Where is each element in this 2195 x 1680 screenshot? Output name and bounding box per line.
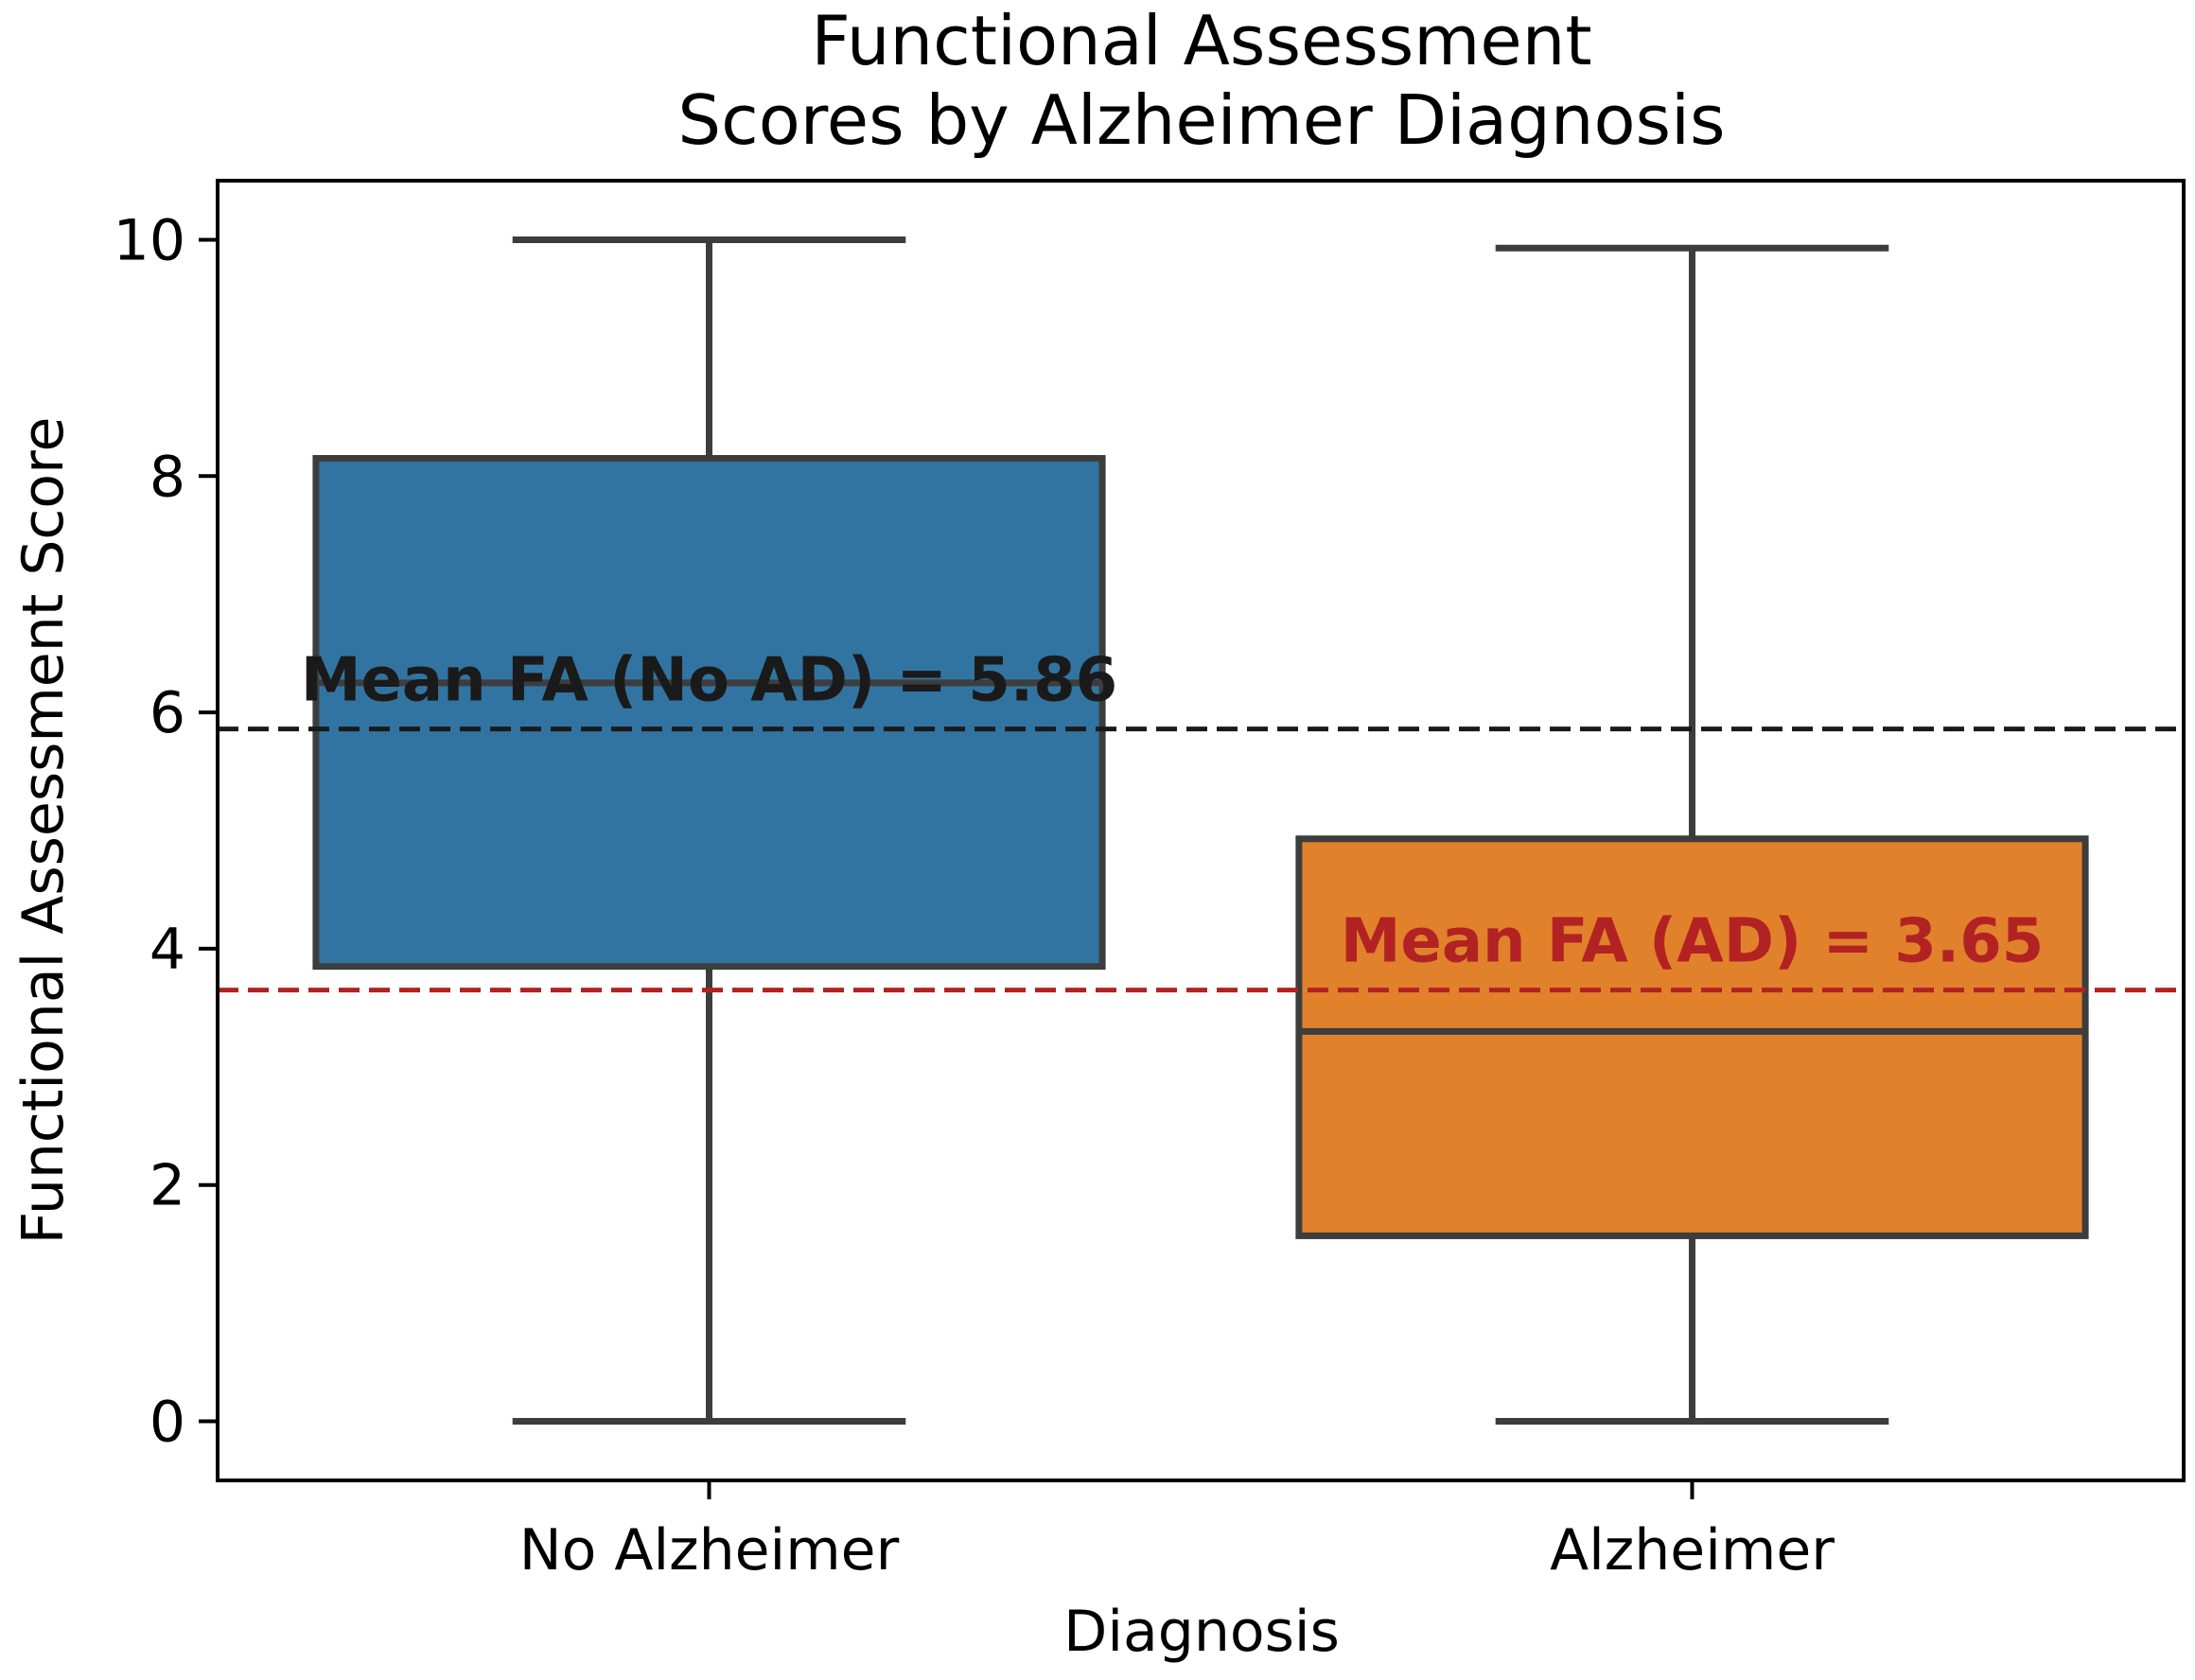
y-tick-label: 4: [149, 917, 185, 983]
mean-annotation-2: Mean FA (AD) = 3.65: [1341, 907, 2045, 977]
x-tick-label: Alzheimer: [1550, 1517, 1835, 1584]
y-tick-label: 10: [114, 207, 185, 273]
box-group-alzheimer: [1295, 244, 2089, 1426]
y-tick-label: 2: [149, 1153, 185, 1219]
x-axis: No Alzheimer Alzheimer: [519, 1480, 1835, 1584]
chart-title-line-2: Scores by Alzheimer Diagnosis: [677, 80, 1725, 160]
y-tick-label: 0: [149, 1390, 185, 1456]
y-tick-label: 6: [149, 680, 185, 746]
plot-frame: [216, 179, 2186, 1482]
box-iqr: [312, 455, 1106, 971]
box-iqr: [1295, 835, 2089, 1239]
x-tick-label: No Alzheimer: [519, 1517, 900, 1584]
x-axis-label: Diagnosis: [1063, 1599, 1340, 1665]
y-axis-label: Functional Assessment Score: [10, 417, 77, 1245]
mean-annotation-1: Mean FA (No AD) = 5.86: [301, 646, 1117, 716]
y-axis: 0 2 4 6 8 10: [114, 207, 218, 1456]
chart-title-line-1: Functional Assessment: [811, 1, 1591, 80]
box-group-no-alzheimer: [312, 236, 1106, 1426]
y-tick-label: 8: [149, 444, 185, 510]
